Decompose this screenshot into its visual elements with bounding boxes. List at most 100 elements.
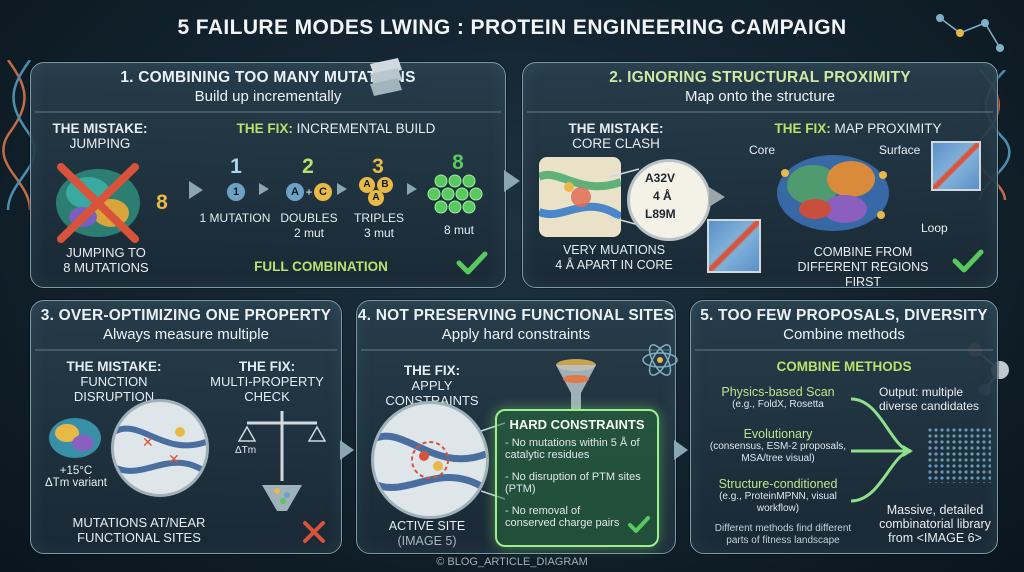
arrow-right-icon: [337, 183, 347, 195]
region-label-loop: Loop: [921, 221, 948, 235]
protein-structure-icon: [49, 418, 101, 458]
function-disruption-closeup: ✕ ✕: [111, 399, 209, 497]
converging-arrows-icon: [851, 397, 913, 503]
step-number: 3: [372, 155, 384, 178]
scale-label: ΔTm: [235, 445, 257, 456]
fix-label: THE FIX:: [403, 363, 461, 378]
output-text: Output: multiple diverse candidates: [879, 385, 980, 413]
divider: [527, 111, 993, 113]
panel-title: 3. OVER-OPTIMIZING ONE PROPERTY: [40, 307, 332, 324]
panel-subtitle: Always measure multiple: [103, 326, 269, 343]
document-stack-icon: [370, 58, 402, 96]
panel-subtitle: Apply hard constraints: [441, 326, 591, 343]
funnel-icon: [556, 359, 596, 409]
panel-proposals-diversity: 5. TOO FEW PROPOSALS, DIVERSITY Combine …: [690, 300, 998, 554]
fix-label: THE FIX:: [238, 359, 296, 374]
section-heading: COMBINE METHODS: [776, 359, 912, 374]
arrow-right-icon: [189, 181, 203, 199]
panel-title: 1. COMBINING TOO MANY MUTATIONS: [120, 69, 416, 86]
svg-text:✕: ✕: [168, 452, 180, 468]
panel-title: 4. NOT PRESERVING FUNCTIONAL SITES: [357, 307, 675, 324]
check-icon: [952, 249, 984, 273]
mutation-bead: 1: [227, 183, 245, 201]
molecule-icon: [936, 14, 1004, 52]
constraint-item: - No removal of conserved charge pairs: [505, 505, 620, 529]
active-site-caption: ACTIVE SITE(IMAGE 5): [388, 519, 466, 548]
contact-map-icon: [931, 141, 981, 191]
mistake-text: CORE CLASH: [572, 136, 660, 151]
panel-combining-mutations: 1. COMBINING TOO MANY MUTATIONS Build up…: [30, 62, 506, 288]
protein-structure-crossed-icon: [56, 163, 140, 243]
method-physics: Physics-based Scan (e.g., FoldX, Rosetta: [721, 385, 835, 410]
library-grid-icon: [927, 427, 991, 483]
check-icon: [456, 251, 488, 275]
balance-scale-icon: [237, 411, 327, 511]
triple-beads: A B A: [359, 177, 399, 207]
panel-subtitle: Map onto the structure: [684, 88, 836, 105]
arrow-right-icon: [709, 187, 725, 207]
arrow-right-icon: [407, 183, 417, 195]
step-number: 8: [452, 151, 464, 174]
panel-functional-sites: 4. NOT PRESERVING FUNCTIONAL SITES Apply…: [356, 300, 676, 554]
footer-credit: © BLOG_ARTICLE_DIAGRAM: [436, 556, 588, 568]
check-icon: [628, 516, 650, 533]
core-clash-closeup: [539, 157, 621, 237]
step-number: 2: [302, 155, 314, 178]
cross-icon: [303, 521, 325, 543]
panel-structural-proximity: 2. IGNORING STRUCTURAL PROXIMITY Map ont…: [522, 62, 998, 289]
divider: [695, 349, 993, 351]
region-label-core: Core: [749, 143, 776, 157]
panel-over-optimizing: 3. OVER-OPTIMIZING ONE PROPERTY Always m…: [30, 300, 342, 554]
step-caption: 1 MUTATION: [199, 211, 271, 225]
hard-constraints-box: HARD CONSTRAINTS - No mutations within 5…: [495, 409, 659, 547]
step-caption: 8 mut: [443, 223, 474, 237]
methods-note: Different methods find different parts o…: [714, 523, 852, 546]
method-structure: Structure-conditioned (e.g., ProteinMPNN…: [718, 477, 838, 514]
bead-cluster-icon: [427, 174, 483, 214]
mistake-text: FUNCTION DISRUPTION: [73, 374, 155, 404]
panel-title: 5. TOO FEW PROPOSALS, DIVERSITY: [700, 307, 988, 324]
mistake-label: THE MISTAKE:: [66, 359, 162, 374]
panel-title: 2. IGNORING STRUCTURAL PROXIMITY: [609, 69, 911, 86]
step-number: 1: [230, 155, 242, 178]
constraint-item: - No mutations within 5 Å of catalytic r…: [505, 437, 640, 461]
method-evolutionary: Evolutionary (consensus, ESM-2 proposals…: [709, 427, 847, 464]
protein-structure-map-icon: [777, 155, 889, 231]
region-label-surface: Surface: [879, 143, 921, 157]
double-beads: A + C: [286, 183, 332, 201]
contact-map-icon: [707, 219, 761, 273]
arrow-right-icon: [259, 183, 269, 195]
arrow-right-icon: [504, 170, 520, 192]
divider: [35, 111, 501, 113]
divider: [35, 349, 337, 351]
svg-text:✕: ✕: [142, 435, 154, 451]
mistake-label: THE MISTAKE:: [568, 121, 664, 136]
fix-heading: THE FIX: MAP PROXIMITY: [774, 121, 942, 136]
arrow-right-icon: [340, 440, 354, 460]
panel-subtitle: Combine methods: [783, 326, 905, 343]
mistake-label: THE MISTAKE:: [52, 121, 148, 136]
mistake-text: JUMPING: [69, 136, 131, 151]
active-site-closeup: [371, 401, 489, 519]
constraint-item: - No disruption of PTM sites (PTM): [505, 471, 641, 495]
fix-heading: THE FIX: INCREMENTAL BUILD: [236, 121, 436, 136]
constraints-title: HARD CONSTRAINTS: [509, 417, 645, 432]
arrow-right-icon: [674, 440, 688, 460]
page-title: 5 FAILURE MODES LWING : PROTEIN ENGINEER…: [177, 16, 847, 39]
atom-icon: [642, 344, 678, 376]
panel-subtitle: Build up incrementally: [194, 88, 342, 105]
big-number: 8: [156, 191, 168, 214]
divider: [361, 349, 671, 351]
full-combination-label: FULL COMBINATION: [254, 259, 388, 274]
